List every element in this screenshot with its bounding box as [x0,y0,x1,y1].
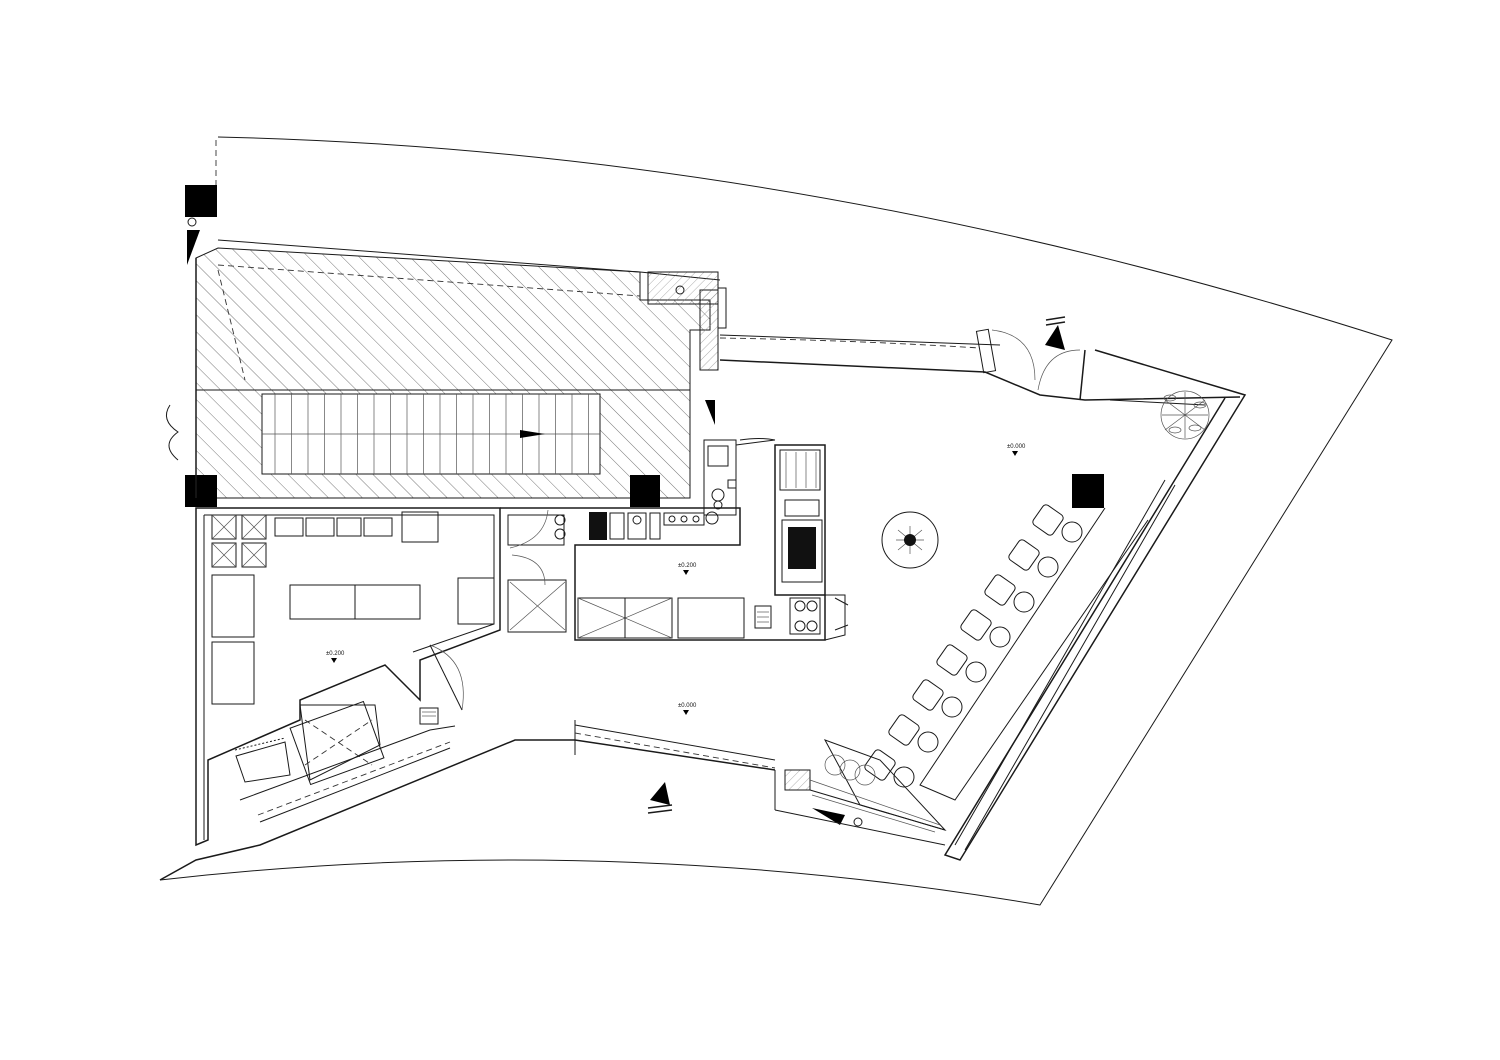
bar-side-door [739,438,776,441]
level-marker-entrance: ±0.000 [678,703,697,715]
stair-treads [274,394,589,474]
column [630,475,660,507]
svg-text:±0.200: ±0.200 [678,563,697,569]
bar-stool-seat [965,661,987,683]
bar-exit-door [834,597,849,631]
bar-stool [960,609,992,641]
left-door-swing [165,404,179,461]
lower-corridor [159,720,776,881]
bar-counter [774,444,846,641]
column [185,185,217,217]
elevation-marker-east [705,400,715,425]
bar-stool-seat [893,766,915,788]
svg-text:±0.000: ±0.000 [678,703,697,709]
bar-stool-seat [941,696,963,718]
site-boundary [159,136,1393,906]
svg-text:±0.200: ±0.200 [326,651,345,657]
staircase [261,393,601,475]
plant-planter-bottom [774,739,947,846]
bar-stool-seat [1037,556,1059,578]
plant-planter-top [1160,390,1210,440]
level-marker-bar: ±0.200 [678,563,697,575]
column [1072,474,1104,508]
bar-stool-seat [1013,591,1035,613]
entrance-arrow-south [650,782,670,805]
bar-stool [1008,539,1040,571]
svg-text:±0.000: ±0.000 [1007,444,1026,450]
stair-direction-arrow [520,430,545,438]
duct-block [647,271,727,371]
bar-stool [936,644,968,676]
dining-room [719,316,1247,861]
entrance-arrow-north [1045,325,1065,350]
bar-stool [912,679,944,711]
bar-stool [984,574,1016,606]
bar-stool-seat [989,626,1011,648]
bar-stool [1032,504,1064,536]
hatched-stair-zone [195,247,711,499]
kitchen-block [195,507,501,847]
walk-in-cooler [234,700,385,786]
bar-stool [888,714,920,746]
round-table [881,511,939,569]
column [185,475,217,507]
structural-columns [185,185,1104,508]
bar-stools [864,504,1083,788]
level-marker-kitchen: ±0.200 [326,651,345,663]
bar-stool-seat [917,731,939,753]
bar-stool [864,749,896,781]
level-marker-terrace: ±0.000 [1007,444,1026,456]
bar-stool-seat [1061,521,1083,543]
kitchen-door-swing [429,644,464,711]
left-elevation-marker [187,217,200,265]
